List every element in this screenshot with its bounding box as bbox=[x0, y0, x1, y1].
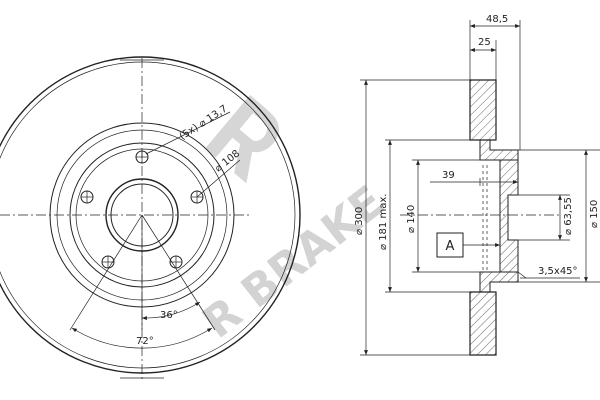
section-friction-ring-lower bbox=[469, 291, 497, 356]
angle-arc-72 bbox=[71, 327, 213, 349]
hat-depth-label: 39 bbox=[442, 170, 455, 181]
datum-label: A bbox=[446, 239, 455, 254]
hub-diameter-label: ⌀ 150 bbox=[589, 200, 600, 228]
angle-72-label: 72° bbox=[136, 336, 154, 347]
hat-diameter-label: ⌀ 140 bbox=[406, 205, 417, 233]
watermark-r-logo bbox=[205, 95, 279, 184]
section-view: 48,5 25 ⌀ 300 ⌀ 181 max. ⌀ 140 39 ⌀ 63,5… bbox=[354, 14, 600, 356]
angle-36-label: 36° bbox=[160, 310, 178, 321]
bolt-holes bbox=[80, 150, 204, 269]
datum-box bbox=[436, 232, 464, 258]
section-hat-flange bbox=[499, 159, 519, 273]
angle-ray-1 bbox=[141, 214, 216, 331]
angle-arc-36 bbox=[141, 301, 201, 321]
angle-ray-2 bbox=[69, 214, 143, 331]
chamfer-label: 3,5x45° bbox=[538, 266, 578, 277]
disc-outer-inner-ring bbox=[0, 61, 296, 369]
inner-max-label: ⌀ 181 max. bbox=[378, 194, 389, 250]
section-hat-wall-bottom bbox=[479, 271, 519, 293]
section-friction-ring bbox=[469, 79, 497, 141]
vent-marks bbox=[482, 165, 488, 270]
disc-thickness-label: 25 bbox=[478, 37, 491, 48]
outer-diameter-label: ⌀ 300 bbox=[354, 207, 365, 235]
watermark-text: R BRAKE bbox=[193, 176, 394, 348]
disc-outer-edge bbox=[0, 56, 301, 374]
pcd-leader bbox=[196, 159, 241, 198]
total-height-label: 48,5 bbox=[486, 14, 508, 25]
section-hat-wall-top bbox=[479, 139, 519, 161]
center-bore-label: ⌀ 63,55 bbox=[563, 197, 574, 235]
bolt-hole-leader bbox=[145, 111, 231, 155]
